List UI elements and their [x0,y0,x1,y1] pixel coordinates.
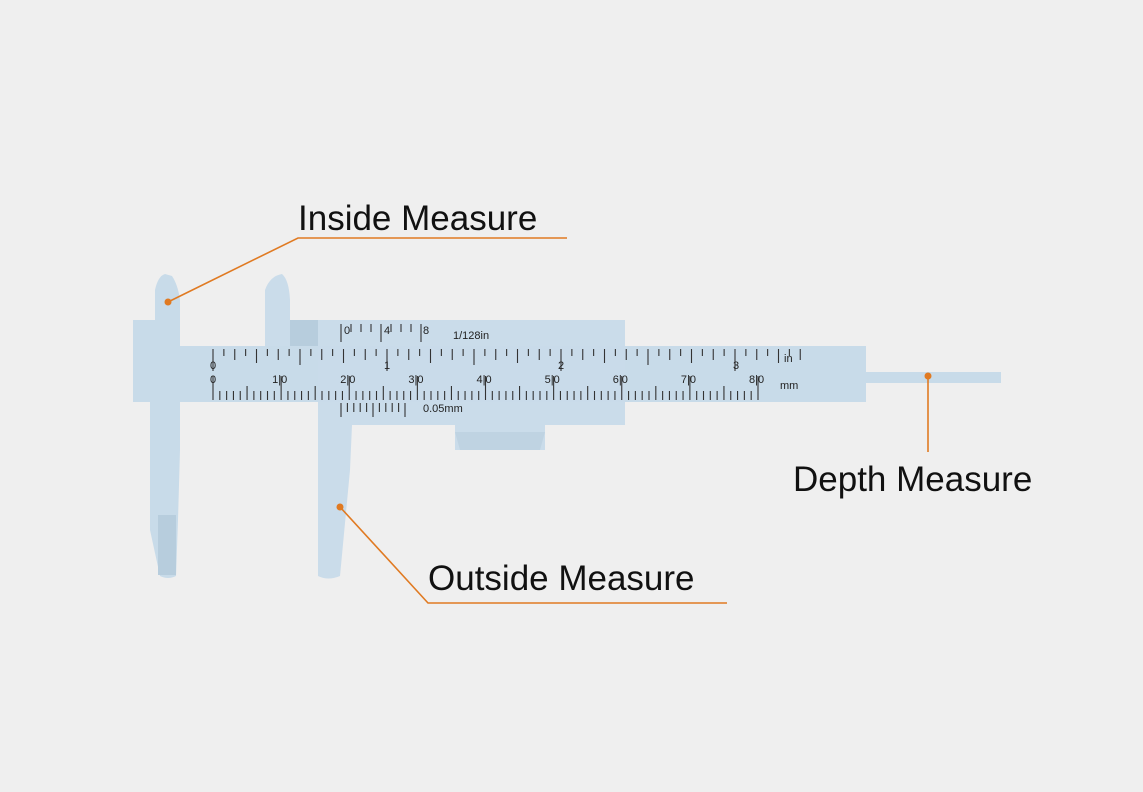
jaw-edge [158,515,176,575]
mm-number: 2|0 [340,374,355,386]
mm-number: 3|0 [408,374,423,386]
vernier-inch-number: 8 [423,325,429,337]
vernier-mm-resolution: 0.05mm [423,403,463,415]
outside-leader-dot [336,503,344,511]
inside-measure-label: Inside Measure [298,199,537,238]
inside-leader-line [167,237,567,303]
vernier-inch-resolution: 1/128in [453,330,489,342]
outside-measure-label: Outside Measure [428,559,695,598]
depth-leader-dot [924,372,932,380]
mm-number: 6|0 [613,374,628,386]
vernier-inch-number: 0 [344,325,350,337]
slider [265,274,625,579]
depth-measure-callout: Depth Measure [793,372,1032,499]
mm-number: 7|0 [681,374,696,386]
mm-number: 1|0 [272,374,287,386]
inch-unit: in [784,353,793,365]
slider-shadow [290,320,318,346]
scale-ticks [212,324,801,417]
outside-measure-callout: Outside Measure [336,503,727,604]
inside-measure-callout: Inside Measure [164,199,567,306]
vernier-inch-number: 4 [384,325,390,337]
inch-number: 0 [210,360,216,372]
mm-number: 8|0 [749,374,764,386]
inch-number: 3 [733,360,739,372]
mm-number: 4|0 [477,374,492,386]
inch-number: 2 [558,360,564,372]
inch-scale-numbers: 0 1 2 3 [210,360,739,372]
mm-number: 5|0 [545,374,560,386]
mm-number: 0 [210,374,216,386]
outside-leader-line [339,506,727,604]
mm-scale-numbers: 0 1|0 2|0 3|0 4|0 5|0 6|0 7|0 8|0 [210,374,764,386]
mm-unit: mm [780,380,798,392]
depth-measure-label: Depth Measure [793,460,1032,499]
inside-leader-dot [164,298,172,306]
inch-number: 1 [384,360,390,372]
beam-face [205,346,865,402]
thumb-wheel [455,432,545,450]
